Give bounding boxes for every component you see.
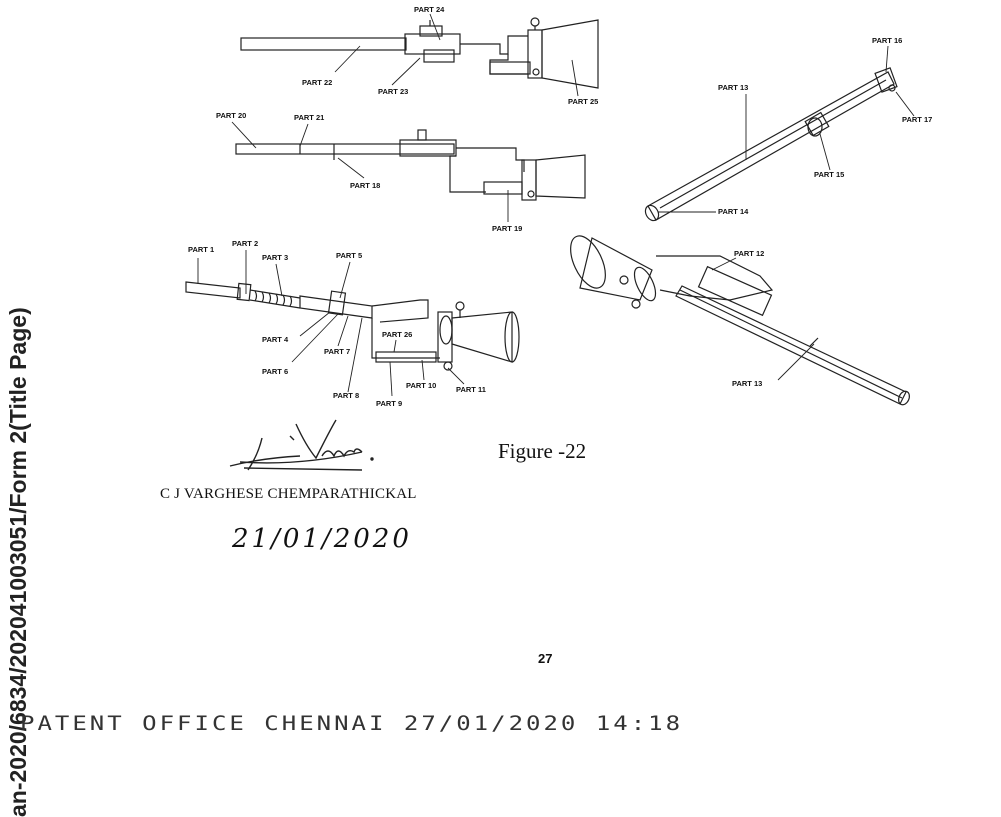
label-part-17: PART 17 — [902, 115, 932, 124]
label-part-9: PART 9 — [376, 399, 402, 408]
label-part-15: PART 15 — [814, 170, 844, 179]
label-part-20: PART 20 — [216, 111, 246, 120]
label-part-12: PART 12 — [734, 249, 764, 258]
label-part-23: PART 23 — [378, 87, 408, 96]
label-part-16: PART 16 — [872, 36, 902, 45]
label-part-14: PART 14 — [718, 207, 749, 216]
figure-caption: Figure -22 — [498, 439, 587, 463]
leader-lines — [197, 13, 915, 397]
label-part-13-bottom: PART 13 — [732, 379, 762, 388]
signatory-name: C J VARGHESE CHEMPARATHICKAL — [160, 486, 417, 502]
label-part-18: PART 18 — [350, 181, 380, 190]
page-number: 27 — [538, 651, 553, 666]
middle-assembly-drawing — [235, 129, 586, 201]
label-part-19: PART 19 — [492, 224, 522, 233]
patent-figure-drawing: PART 24 PART 22 PART 23 PART 25 PART 20 … — [185, 5, 932, 471]
label-part-6: PART 6 — [262, 367, 288, 376]
label-part-22: PART 22 — [302, 78, 332, 87]
label-part-10: PART 10 — [406, 381, 436, 390]
part-labels: PART 24 PART 22 PART 23 PART 25 PART 20 … — [188, 5, 932, 408]
label-part-4: PART 4 — [262, 335, 289, 344]
bottom-right-assembly-drawing — [570, 235, 910, 406]
label-part-8: PART 8 — [333, 391, 359, 400]
top-right-rod-drawing — [644, 67, 898, 222]
label-part-11: PART 11 — [456, 385, 486, 394]
handwritten-signature — [229, 419, 374, 471]
label-part-13-top: PART 13 — [718, 83, 748, 92]
label-part-5: PART 5 — [336, 251, 362, 260]
label-part-1: PART 1 — [188, 245, 214, 254]
label-part-3: PART 3 — [262, 253, 288, 262]
signature-date: 21/01/2020 — [232, 524, 412, 554]
bottom-left-assembly-drawing — [185, 281, 520, 371]
top-assembly-drawing — [240, 17, 599, 89]
label-part-25: PART 25 — [568, 97, 598, 106]
label-part-24: PART 24 — [414, 5, 445, 14]
label-part-21: PART 21 — [294, 113, 324, 122]
label-part-26: PART 26 — [382, 330, 412, 339]
footer-office-stamp: PATENT OFFICE CHENNAI 27/01/2020 14:18 — [20, 712, 684, 735]
label-part-7: PART 7 — [324, 347, 350, 356]
patent-drawing-page: an-2020/6834/202041003051/Form 2(Title P… — [5, 5, 932, 817]
label-part-2: PART 2 — [232, 239, 258, 248]
